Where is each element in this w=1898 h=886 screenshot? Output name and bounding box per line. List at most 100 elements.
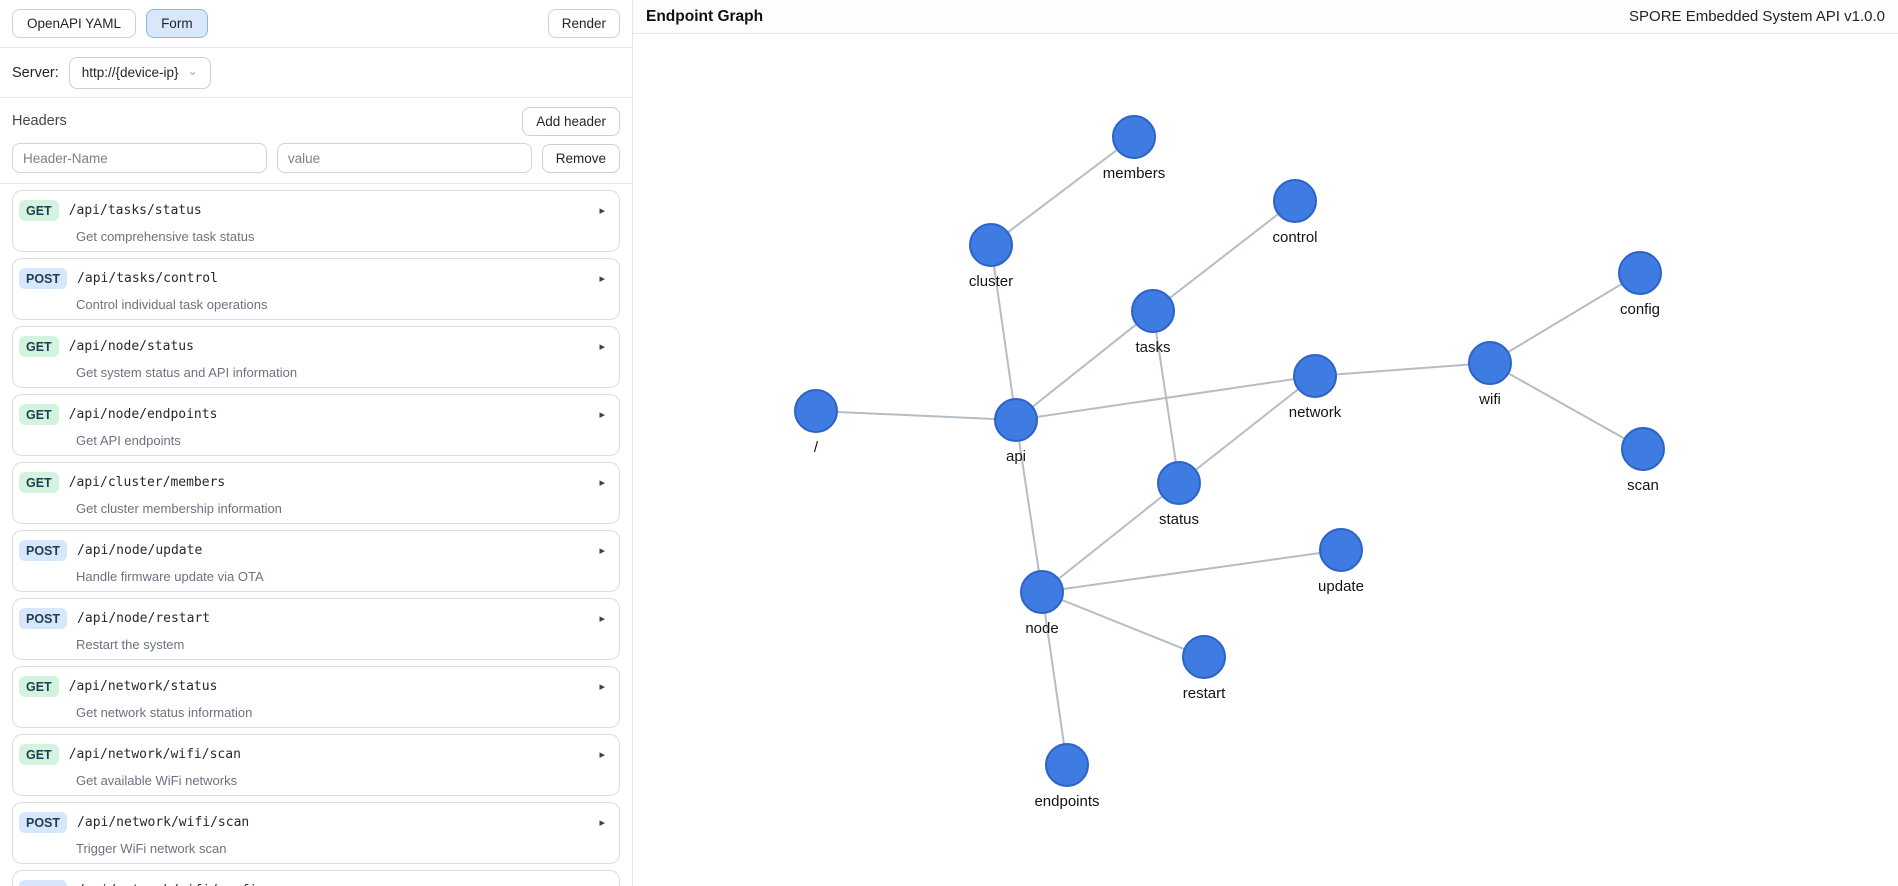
graph-edge-network-status: [1178, 375, 1316, 484]
graph-node-config[interactable]: config: [1618, 251, 1662, 318]
headers-section: Headers Add header Remove: [0, 98, 632, 184]
expand-chevron-icon: ▸: [599, 545, 605, 557]
endpoint-card[interactable]: POST /api/network/wifi/scan ▸ Trigger Wi…: [12, 802, 620, 864]
graph-node-root[interactable]: /: [794, 389, 838, 456]
endpoint-card[interactable]: GET /api/tasks/status ▸ Get comprehensiv…: [12, 190, 620, 252]
graph-node-update[interactable]: update: [1318, 528, 1364, 595]
endpoint-card[interactable]: GET /api/node/status ▸ Get system status…: [12, 326, 620, 388]
method-badge: GET: [19, 336, 59, 357]
expand-chevron-icon: ▸: [599, 613, 605, 625]
endpoint-card[interactable]: GET /api/cluster/members ▸ Get cluster m…: [12, 462, 620, 524]
endpoint-card[interactable]: POST /api/node/update ▸ Handle firmware …: [12, 530, 620, 592]
method-badge: GET: [19, 404, 59, 425]
graph-node-tasks[interactable]: tasks: [1131, 289, 1175, 356]
method-badge: POST: [19, 812, 68, 833]
graph-node-wifi[interactable]: wifi: [1468, 341, 1512, 408]
tab-openapi-yaml[interactable]: OpenAPI YAML: [12, 9, 137, 38]
endpoint-path: /api/network/status: [68, 679, 218, 694]
method-badge: GET: [19, 200, 59, 221]
graph-title: Endpoint Graph: [646, 7, 764, 25]
endpoint-description: Control individual task operations: [76, 297, 268, 312]
headers-title: Headers: [12, 113, 67, 129]
graph-node-label: control: [1272, 229, 1317, 246]
tab-form[interactable]: Form: [146, 9, 208, 38]
graph-edge-api-node: [1015, 419, 1043, 593]
graph-node-network[interactable]: network: [1289, 354, 1342, 421]
graph-edge-network-wifi: [1314, 362, 1491, 377]
graph-panel: Endpoint Graph SPORE Embedded System API…: [632, 0, 1898, 886]
graph-edge-node-update: [1041, 549, 1342, 593]
graph-edge-api-cluster: [990, 244, 1017, 421]
graph-node-label: restart: [1183, 685, 1226, 702]
expand-chevron-icon: ▸: [599, 477, 605, 489]
graph-node-label: /: [814, 439, 819, 456]
graph-node-status[interactable]: status: [1157, 461, 1201, 528]
header-value-input[interactable]: [276, 143, 532, 173]
graph-edge-wifi-config: [1489, 272, 1641, 364]
server-select[interactable]: http://{device-ip} ⌄: [68, 56, 211, 89]
endpoint-card[interactable]: POST /api/network/wifi/config ▸: [12, 870, 620, 886]
endpoint-description: Get available WiFi networks: [76, 773, 238, 788]
endpoint-list: GET /api/tasks/status ▸ Get comprehensiv…: [0, 184, 632, 886]
endpoint-description: Get network status information: [76, 705, 253, 720]
header-name-input[interactable]: [12, 143, 267, 173]
endpoint-path: /api/network/wifi/scan: [68, 747, 241, 762]
endpoint-description: Get comprehensive task status: [76, 229, 255, 244]
method-badge: GET: [19, 744, 59, 765]
graph-node-label: network: [1289, 404, 1342, 421]
endpoint-graph-svg: members control cluster config tasks network w…: [794, 115, 1665, 810]
endpoint-path: /api/tasks/status: [68, 203, 202, 218]
graph-node-label: cluster: [969, 273, 1013, 290]
graph-node-restart[interactable]: restart: [1182, 635, 1226, 702]
remove-header-button[interactable]: Remove: [541, 143, 620, 173]
endpoint-path: /api/node/endpoints: [68, 407, 218, 422]
graph-node-label: scan: [1627, 477, 1659, 494]
endpoint-path: /api/cluster/members: [68, 475, 226, 490]
graph-node-label: update: [1318, 578, 1364, 595]
graph-edge-tasks-status: [1152, 310, 1180, 484]
graph-edge-node-endpoints: [1041, 591, 1068, 766]
expand-chevron-icon: ▸: [599, 409, 605, 421]
graph-node-label: tasks: [1135, 339, 1170, 356]
graph-node-scan[interactable]: scan: [1621, 427, 1665, 494]
endpoint-card[interactable]: GET /api/network/status ▸ Get network st…: [12, 666, 620, 728]
graph-canvas[interactable]: members control cluster config tasks network w…: [633, 34, 1898, 886]
server-row: Server: http://{device-ip} ⌄: [0, 48, 632, 98]
method-badge: GET: [19, 676, 59, 697]
server-label: Server:: [12, 64, 59, 81]
endpoint-description: Get API endpoints: [76, 433, 181, 448]
add-header-button[interactable]: Add header: [522, 106, 620, 136]
graph-node-label: endpoints: [1034, 793, 1099, 810]
endpoint-description: Get cluster membership information: [76, 501, 282, 516]
expand-chevron-icon: ▸: [599, 681, 605, 693]
graph-edge-wifi-scan: [1489, 362, 1644, 450]
graph-node-cluster[interactable]: cluster: [969, 223, 1013, 290]
endpoint-card[interactable]: POST /api/node/restart ▸ Restart the sys…: [12, 598, 620, 660]
endpoint-path: /api/node/update: [77, 543, 203, 558]
method-badge: POST: [19, 608, 68, 629]
endpoint-card[interactable]: POST /api/tasks/control ▸ Control indivi…: [12, 258, 620, 320]
method-badge: POST: [19, 880, 68, 886]
api-version-label: SPORE Embedded System API v1.0.0: [1629, 8, 1885, 25]
endpoint-card[interactable]: GET /api/network/wifi/scan ▸ Get availab…: [12, 734, 620, 796]
graph-node-label: members: [1103, 165, 1166, 182]
endpoint-card[interactable]: GET /api/node/endpoints ▸ Get API endpoi…: [12, 394, 620, 456]
graph-node-api[interactable]: api: [994, 398, 1038, 465]
endpoint-path: /api/network/wifi/scan: [77, 815, 250, 830]
method-badge: POST: [19, 540, 68, 561]
graph-node-endpoints[interactable]: endpoints: [1034, 743, 1100, 810]
graph-edge-node-restart: [1041, 591, 1205, 658]
chevron-down-icon: ⌄: [187, 63, 198, 78]
graph-node-members[interactable]: members: [1103, 115, 1166, 182]
graph-node-node[interactable]: node: [1020, 570, 1064, 637]
endpoint-description: Trigger WiFi network scan: [76, 841, 227, 856]
expand-chevron-icon: ▸: [599, 341, 605, 353]
graph-node-label: node: [1025, 620, 1058, 637]
method-badge: POST: [19, 268, 68, 289]
render-button[interactable]: Render: [547, 9, 620, 38]
graph-edge-api-tasks: [1015, 310, 1154, 421]
graph-node-label: config: [1620, 301, 1660, 318]
graph-node-label: wifi: [1478, 391, 1501, 408]
graph-node-control[interactable]: control: [1272, 179, 1318, 246]
